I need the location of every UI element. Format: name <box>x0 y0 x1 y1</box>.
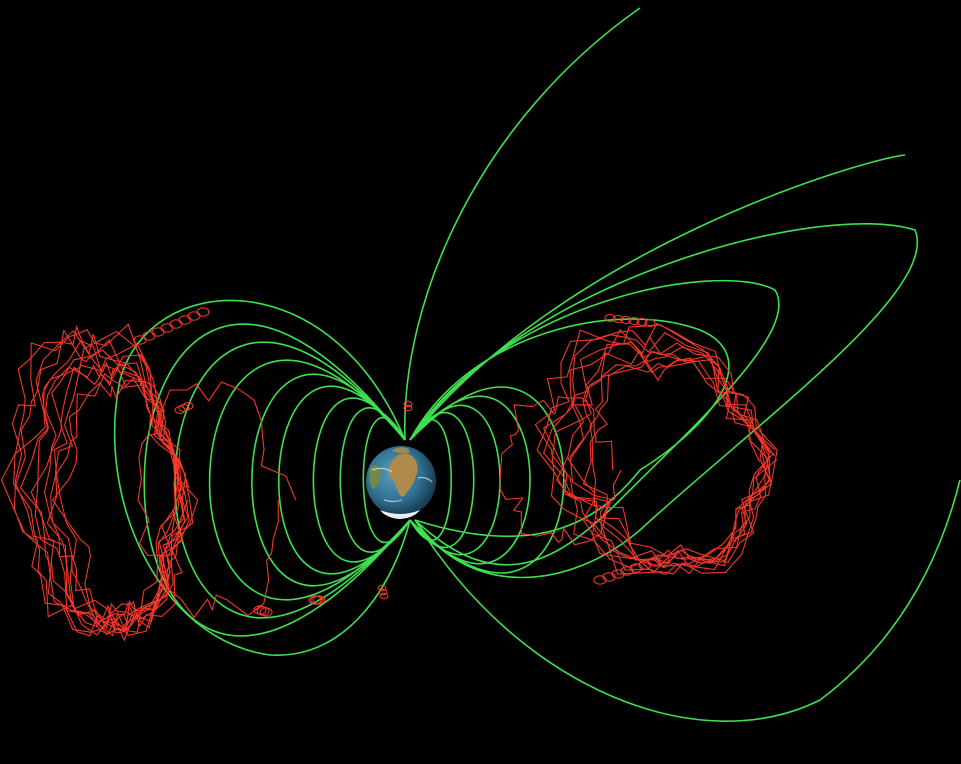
gyration-loops <box>628 316 640 326</box>
earth-globe <box>366 446 436 519</box>
gyration-loops <box>312 595 326 605</box>
gyration-loops <box>602 572 616 582</box>
particle-trace-nightside <box>567 350 778 568</box>
field-line-nightside <box>409 386 565 574</box>
gyration-loops <box>403 400 413 408</box>
gyration-loops <box>611 569 625 579</box>
gyration-loops <box>644 318 656 328</box>
earth-clouds <box>371 467 433 503</box>
earth-americas-landmass <box>369 465 381 489</box>
field-line-nightside <box>409 395 531 565</box>
field-line-dayside <box>312 397 411 563</box>
gyration-loops <box>593 575 607 585</box>
gyration-loops <box>379 592 389 600</box>
earth-africa-landmass <box>388 453 418 497</box>
gyration-loops <box>647 557 661 567</box>
gyration-loops <box>612 314 624 324</box>
particle-trace-nightside <box>542 328 775 576</box>
gyration-loops <box>620 315 632 325</box>
field-line-tail <box>409 279 780 566</box>
gyration-loops <box>629 563 643 573</box>
field-line-nightside <box>409 411 475 549</box>
particle-trace-dayside <box>30 354 190 636</box>
gyration-loops <box>656 554 670 564</box>
field-line-tail-open <box>409 154 906 441</box>
field-line-dayside <box>208 359 411 601</box>
field-line-polar-open <box>404 7 641 441</box>
gyration-loops <box>403 404 413 412</box>
gyration-loops <box>196 307 210 317</box>
field-line-dayside <box>143 323 411 637</box>
gyration-loops <box>178 403 190 413</box>
earth-antarctica-landmass <box>380 510 420 519</box>
particle-trace-dayside <box>52 373 199 628</box>
particle-trace-nightside <box>552 341 775 574</box>
field-line-tail <box>409 223 918 579</box>
field-line-dayside <box>278 385 411 575</box>
particle-trace-nightside <box>498 396 622 546</box>
field-line-dayside <box>251 373 411 587</box>
field-line-outer <box>414 479 961 722</box>
particle-trace-nightside <box>582 357 773 565</box>
gyration-loops <box>604 313 616 323</box>
particle-traces <box>0 307 778 642</box>
earth-europe-landmass <box>392 447 410 454</box>
gyration-loops <box>636 317 648 327</box>
particle-trace-nightside <box>534 322 778 575</box>
gyration-loops <box>259 607 273 617</box>
particle-trace-dayside <box>137 381 297 619</box>
particle-trace-dayside <box>46 363 194 632</box>
field-line-outer-dayside <box>113 299 411 656</box>
gyration-loops <box>174 405 186 415</box>
gyration-loops <box>620 566 634 576</box>
field-line-dayside <box>174 341 411 619</box>
field-line-dayside <box>339 407 411 553</box>
gyration-loops <box>377 584 387 592</box>
gyration-loops <box>638 560 652 570</box>
gyration-loops <box>378 588 388 596</box>
gyration-loops <box>182 401 194 411</box>
